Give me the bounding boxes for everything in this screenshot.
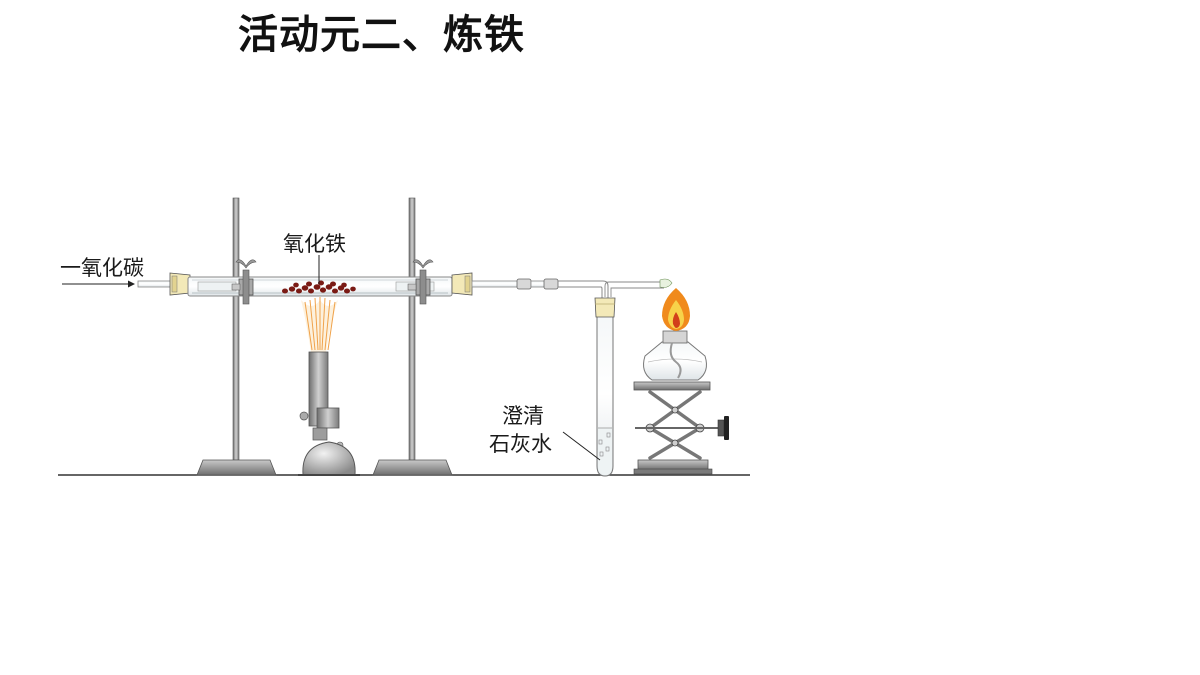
right-tube-clamp: [407, 259, 434, 305]
outlet-tubing: [471, 278, 673, 460]
limewater-test-tube: [594, 297, 616, 477]
blowtorch-flame: [301, 297, 338, 352]
iron-oxide-label: 氧化铁: [283, 232, 346, 256]
left-tube-clamp: [231, 259, 257, 305]
alcohol-lamp: [643, 330, 707, 381]
co-inlet-arrow: [62, 280, 135, 288]
inlet-tube: [137, 280, 173, 288]
page-title: 活动元二、炼铁: [238, 12, 525, 58]
left-iron-stand: [196, 197, 277, 476]
left-rubber-stopper: [169, 272, 191, 296]
lamp-flame: [662, 288, 690, 331]
alcohol-blowtorch: [298, 351, 360, 476]
limewater-label-line1: 澄清: [502, 404, 544, 428]
lab-jack: [633, 381, 729, 475]
right-rubber-stopper: [451, 272, 473, 296]
limewater-label-line2: 石灰水: [489, 432, 552, 456]
right-iron-stand: [372, 197, 453, 476]
iron-oxide-powder: [282, 280, 356, 294]
limewater-leader-line: [562, 431, 601, 461]
co-label: 一氧化碳: [60, 256, 144, 280]
